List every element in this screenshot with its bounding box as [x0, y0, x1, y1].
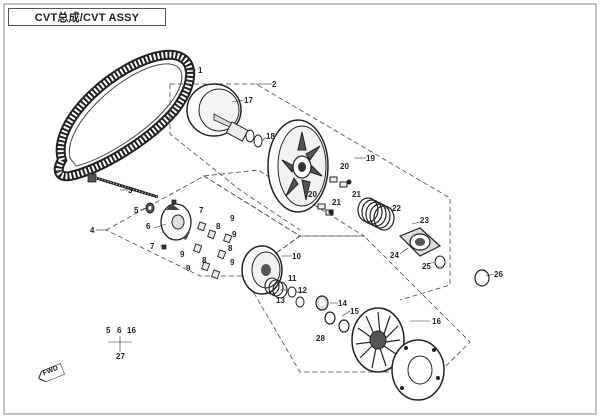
legend-27: 27 — [116, 352, 125, 361]
washer-15a — [324, 311, 336, 325]
callout-5a: 5 — [134, 206, 139, 215]
assembly-28-outline — [243, 235, 471, 373]
assembly-2-outline-lower — [169, 84, 301, 231]
callout-1: 1 — [198, 66, 203, 75]
leader-lines — [96, 69, 495, 352]
callout-7a: 7 — [199, 206, 204, 215]
callout-16a: 16 — [432, 317, 441, 326]
washer-15b — [338, 319, 350, 333]
callout-4: 4 — [90, 226, 95, 235]
callout-23: 23 — [420, 216, 429, 225]
ramp-plate-6 — [160, 203, 192, 241]
callout-20a: 20 — [340, 162, 349, 171]
legend-6: 6 — [117, 326, 122, 335]
sliders-8-9 — [193, 221, 233, 280]
drive-bolt — [87, 173, 159, 199]
callout-9c: 9 — [180, 250, 185, 259]
callout-6a: 6 — [146, 222, 151, 231]
movable-drive-face-10 — [241, 245, 283, 295]
legend-5: 5 — [106, 326, 111, 335]
callout-19: 19 — [366, 154, 375, 163]
callout-9e: 9 — [230, 258, 235, 267]
washer-12 — [287, 286, 297, 298]
slider-pins-20-21 — [317, 176, 352, 216]
callout-8b: 8 — [228, 244, 233, 253]
forward-arrow-icon — [37, 362, 66, 383]
callout-8a: 8 — [216, 222, 221, 231]
callout-12: 12 — [298, 286, 307, 295]
circlip-26 — [474, 269, 490, 287]
callout-13: 13 — [276, 296, 285, 305]
driven-pulley-moving-half — [267, 119, 329, 213]
callout-11: 11 — [288, 274, 297, 283]
callout-21a: 21 — [352, 190, 361, 199]
screws-7 — [161, 199, 177, 250]
callout-25: 25 — [422, 262, 431, 271]
page-title: CVT总成/CVT ASSY — [8, 8, 166, 26]
callout-21b: 21 — [332, 198, 341, 207]
callout-3: 3 — [128, 186, 133, 195]
driven-pulley-fixed-half — [186, 83, 255, 143]
callout-10: 10 — [292, 252, 301, 261]
torque-spring — [357, 197, 395, 231]
spring-seat-cam — [398, 227, 446, 269]
callout-22: 22 — [392, 204, 401, 213]
circlip-18 — [253, 134, 263, 148]
callout-9d: 9 — [186, 264, 191, 273]
drive-belt — [53, 49, 196, 182]
callout-7b: 7 — [150, 242, 155, 251]
legend-16: 16 — [127, 326, 136, 335]
callout-15: 15 — [350, 307, 359, 316]
callout-2: 2 — [272, 80, 277, 89]
callout-20b: 20 — [308, 190, 317, 199]
callout-9a: 9 — [230, 214, 235, 223]
callout-14: 14 — [338, 299, 347, 308]
callout-17: 17 — [244, 96, 253, 105]
nut-5 — [145, 202, 155, 214]
callout-26: 26 — [494, 270, 503, 279]
fixed-drive-face-16 — [351, 307, 405, 373]
assembly-2-outline — [170, 83, 451, 301]
callout-24: 24 — [390, 251, 399, 260]
outer-border — [3, 3, 597, 415]
callout-18: 18 — [266, 132, 275, 141]
bushing-14 — [315, 295, 329, 311]
back-plate — [391, 339, 445, 401]
callout-28: 28 — [316, 334, 325, 343]
callout-8c: 8 — [202, 256, 207, 265]
washer-13 — [295, 296, 305, 308]
forward-direction-badge: FWD — [36, 362, 66, 383]
callout-9b: 9 — [232, 230, 237, 239]
